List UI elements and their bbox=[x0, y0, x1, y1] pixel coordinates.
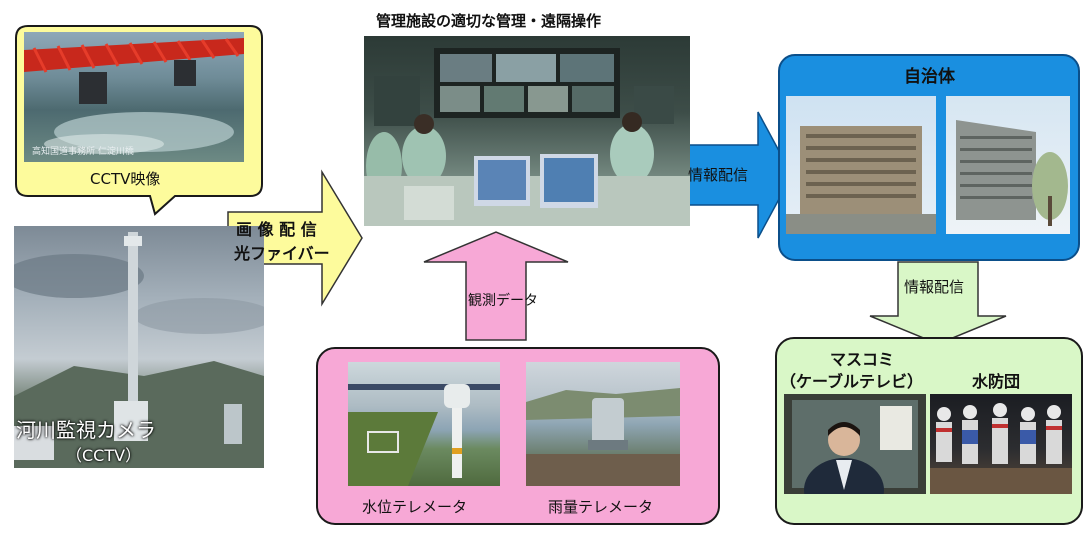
flood-team-photo bbox=[930, 394, 1072, 494]
media-cable-tv-label: （ケーブルテレビ） bbox=[780, 372, 924, 391]
rainfall-telemeter-label: 雨量テレメータ bbox=[548, 498, 654, 516]
camera-title: 河川監視カメラ bbox=[16, 418, 156, 442]
info-delivery-down-label: 情報配信 bbox=[904, 278, 965, 296]
info-delivery-right-label: 情報配信 bbox=[688, 166, 749, 184]
city-hall-photo-2 bbox=[946, 96, 1070, 234]
local-gov-title: 自治体 bbox=[904, 67, 955, 87]
control-room-photo bbox=[364, 36, 690, 226]
media-mascomi-label: マスコミ bbox=[830, 350, 895, 369]
observation-data-label: 観測データ bbox=[468, 293, 538, 309]
tv-news-photo bbox=[784, 394, 926, 494]
cctv-overlay-text: 高知国道事務所 仁淀川橋 bbox=[32, 147, 134, 157]
image-delivery-line1: 画 像 配 信 bbox=[236, 220, 317, 239]
water-level-telemeter-photo bbox=[348, 362, 500, 486]
info-delivery-arrow-down bbox=[869, 261, 1007, 345]
camera-subtitle: （CCTV） bbox=[66, 446, 142, 465]
media-flood-team-label: 水防団 bbox=[972, 372, 1021, 391]
info-delivery-arrow-right bbox=[679, 111, 793, 239]
city-hall-photo-1 bbox=[786, 96, 936, 234]
camera-tower-photo bbox=[14, 226, 264, 468]
water-level-telemeter-label: 水位テレメータ bbox=[362, 498, 468, 516]
bridge-cctv-photo: 高知国道事務所 仁淀川橋 bbox=[24, 32, 244, 162]
observation-data-arrow bbox=[423, 231, 569, 341]
image-delivery-line2: 光ファイバー bbox=[234, 244, 330, 263]
rainfall-telemeter-photo bbox=[526, 362, 680, 486]
control-room-heading: 管理施設の適切な管理・遠隔操作 bbox=[376, 12, 602, 30]
cctv-caption: CCTV映像 bbox=[90, 170, 161, 188]
